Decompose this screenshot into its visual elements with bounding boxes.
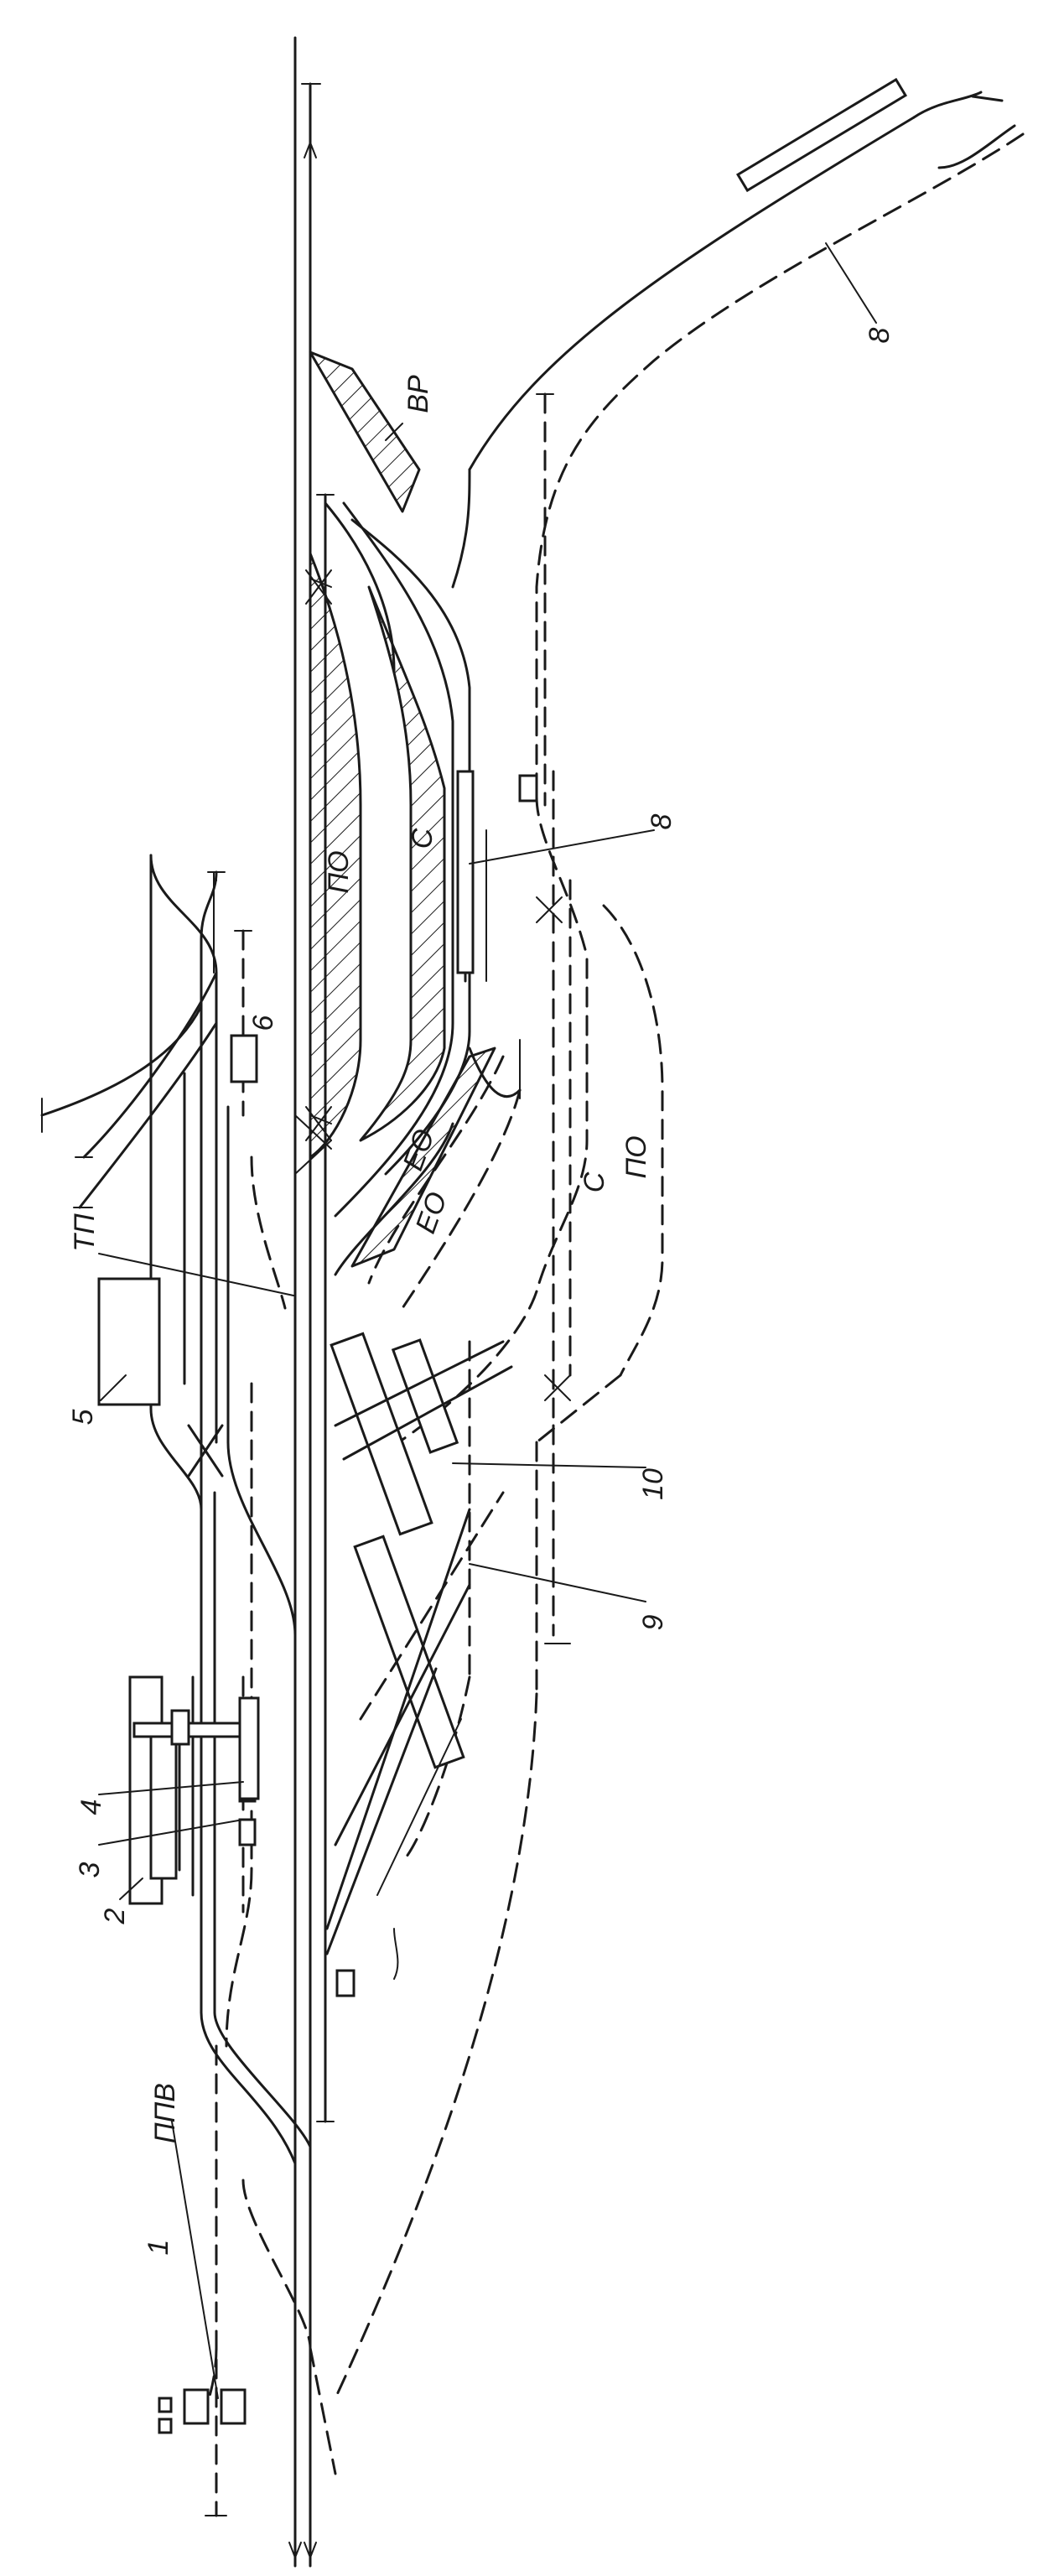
label-8-middle: 8	[646, 813, 677, 829]
label-6: 6	[247, 1015, 279, 1031]
platform-8-top	[735, 77, 908, 193]
label-po-upper: ПО	[323, 850, 355, 893]
building-3	[238, 1818, 257, 1846]
platform-8-middle	[456, 770, 475, 974]
upper-left-sidings	[40, 871, 252, 1209]
label-vr: ВР	[402, 375, 434, 413]
label-4: 4	[75, 1800, 107, 1815]
label-2: 2	[99, 1908, 131, 1924]
label-3: 3	[74, 1862, 106, 1877]
label-po-lower: ПО	[620, 1135, 652, 1178]
label-5: 5	[67, 1409, 99, 1425]
depot-buildings	[97, 1034, 260, 2434]
building-6	[230, 1034, 258, 1083]
leader-lines	[98, 242, 877, 2399]
label-s-upper: С	[407, 828, 439, 849]
warehouse-platforms	[325, 1332, 513, 1980]
label-9: 9	[637, 1614, 669, 1630]
dashed-right-lines	[334, 132, 1025, 2400]
diagram-labels: ППВ ТП ВР ПО С ЕО ЕО С ПО 1 2 3 4 5 6 8 …	[67, 327, 895, 2255]
central-tracks	[324, 77, 1016, 1276]
label-1: 1	[143, 2240, 174, 2256]
label-8-top: 8	[864, 327, 895, 343]
label-ppv: ППВ	[149, 2083, 181, 2143]
building-5	[97, 1277, 161, 1406]
label-10: 10	[637, 1468, 669, 1500]
label-s-lower: С	[579, 1171, 610, 1192]
dashed-left-lines	[200, 1156, 337, 2517]
main-lines	[288, 36, 335, 2568]
platform-10-a	[330, 1332, 433, 1536]
platform-9	[353, 1535, 465, 1769]
label-tp: ТП	[69, 1213, 101, 1252]
switch-marks	[305, 569, 571, 1997]
